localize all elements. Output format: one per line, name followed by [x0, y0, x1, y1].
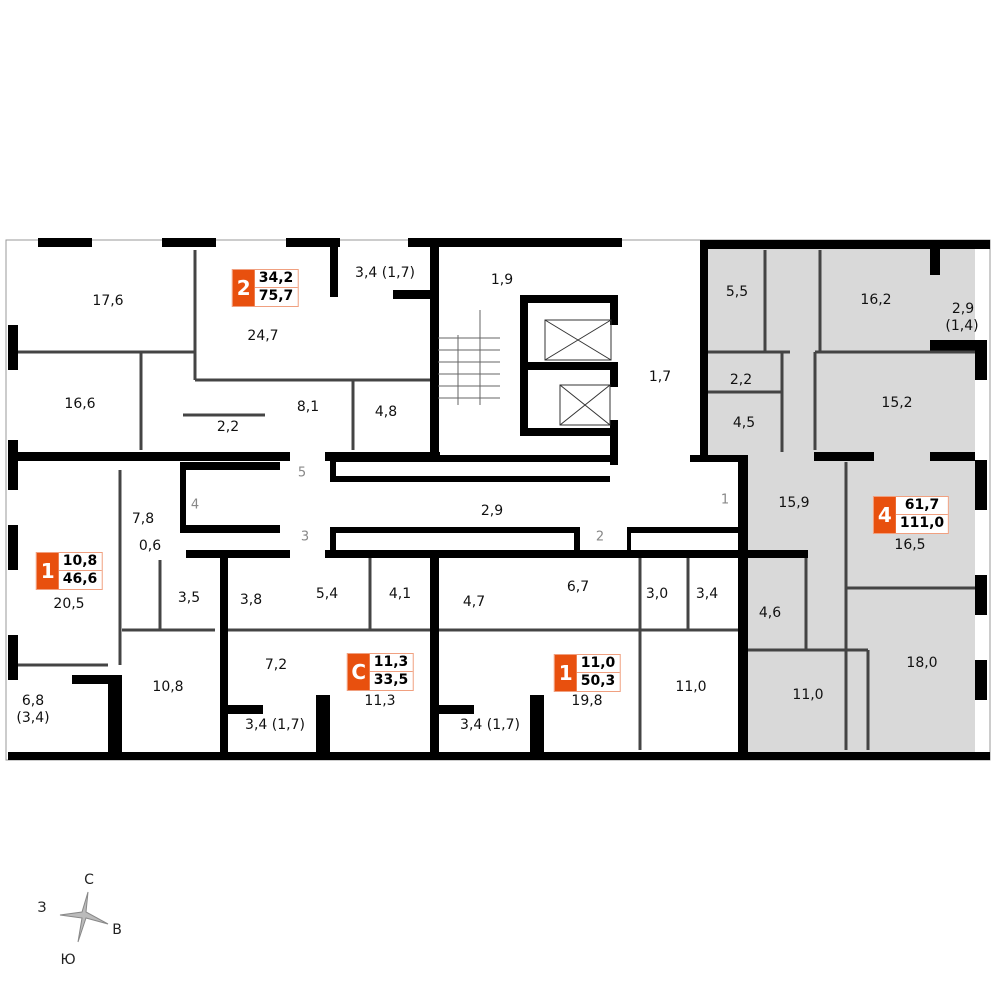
elevators — [544, 319, 612, 426]
room-area: 4,6 — [758, 605, 782, 621]
room-area: 17,6 — [92, 293, 124, 309]
apartment-type: 1 — [36, 553, 59, 589]
room-area: 4,5 — [732, 415, 756, 431]
room-area: 3,4 (1,7) — [355, 265, 415, 281]
apartment-type: 1 — [554, 655, 577, 691]
room-area: 24,7 — [247, 328, 279, 344]
compass-north: С — [84, 872, 94, 888]
living-area: 61,7 — [895, 497, 949, 515]
entrance-door-number: 1 — [720, 492, 730, 508]
room-area: 11,0 — [792, 687, 824, 703]
room-area: 3,4 — [695, 586, 719, 602]
room-area: 7,2 — [264, 657, 288, 673]
room-area: 4,8 — [374, 404, 398, 420]
living-area: 11,0 — [576, 655, 620, 673]
walls — [8, 238, 990, 760]
total-area: 33,5 — [373, 672, 409, 688]
room-area: (1,4) — [945, 318, 979, 334]
room-area: 0,6 — [138, 538, 162, 554]
total-area: 46,6 — [62, 571, 98, 587]
room-area: 7,8 — [131, 511, 155, 527]
room-area: 5,5 — [725, 284, 749, 300]
room-area: 3,5 — [177, 590, 201, 606]
room-area: 19,8 — [571, 693, 603, 709]
total-area: 50,3 — [580, 673, 616, 689]
compass-south: Ю — [60, 952, 76, 968]
total-area: 75,7 — [258, 288, 294, 304]
room-area: 11,3 — [364, 693, 396, 709]
compass-icon — [59, 891, 109, 943]
room-area: 2,9 — [480, 503, 504, 519]
room-area: 16,5 — [894, 537, 926, 553]
room-area: 16,6 — [64, 396, 96, 412]
living-area: 11,3 — [369, 654, 413, 672]
room-area: 20,5 — [53, 596, 85, 612]
entrance-door-number: 5 — [297, 465, 307, 481]
apartment-4-area[interactable] — [707, 248, 975, 752]
living-area: 10,8 — [58, 553, 102, 571]
room-area: 3,0 — [645, 586, 669, 602]
room-area: 15,9 — [778, 495, 810, 511]
stairs — [438, 310, 500, 405]
apartment-type: 2 — [232, 270, 255, 306]
room-area: 4,1 — [388, 586, 412, 602]
room-area: 2,2 — [216, 419, 240, 435]
room-area: 6,8 — [21, 693, 45, 709]
room-area: 2,2 — [729, 372, 753, 388]
entrance-door-number: 2 — [595, 529, 605, 545]
room-area: 8,1 — [296, 399, 320, 415]
room-area: 2,9 — [951, 301, 975, 317]
apartment-type: С — [347, 654, 370, 690]
room-area: 15,2 — [881, 395, 913, 411]
room-area: (3,4) — [16, 710, 50, 726]
room-area: 10,8 — [152, 679, 184, 695]
room-area: 3,8 — [239, 592, 263, 608]
total-area: 111,0 — [899, 515, 945, 531]
partitions — [18, 250, 975, 750]
room-area: 1,7 — [648, 369, 672, 385]
room-area: 4,7 — [462, 594, 486, 610]
compass-east: В — [112, 922, 122, 938]
room-area: 3,4 (1,7) — [245, 717, 305, 733]
entrance-door-number: 3 — [300, 529, 310, 545]
compass-west: З — [37, 900, 47, 916]
room-area: 3,4 (1,7) — [460, 717, 520, 733]
room-area: 5,4 — [315, 586, 339, 602]
room-area: 6,7 — [566, 579, 590, 595]
living-area: 34,2 — [254, 270, 298, 288]
apartment-type: 4 — [873, 497, 896, 533]
room-area: 16,2 — [860, 292, 892, 308]
room-area: 1,9 — [490, 272, 514, 288]
room-area: 11,0 — [675, 679, 707, 695]
entrance-door-number: 4 — [190, 497, 200, 513]
room-area: 18,0 — [906, 655, 938, 671]
